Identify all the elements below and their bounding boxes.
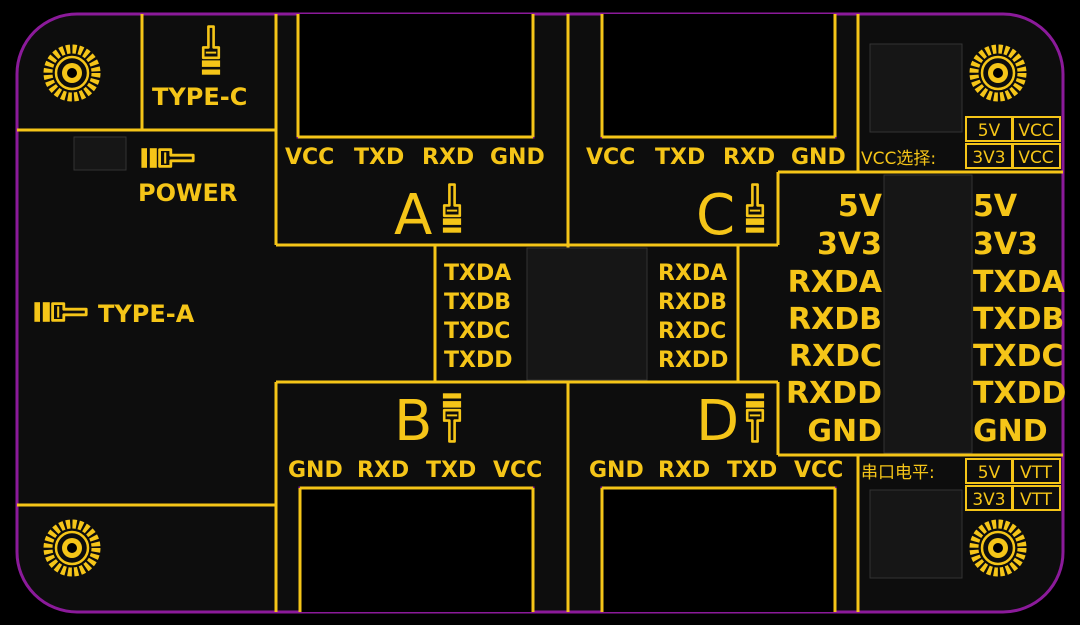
pin-row-d: GND RXD TXD VCC <box>589 458 843 483</box>
pin-label: VCC <box>493 458 542 483</box>
header-pin-label: RXDB <box>788 302 882 337</box>
uart-level-switch <box>869 489 963 579</box>
vtt-option-label: VTT <box>1020 490 1053 510</box>
vcc-option-label: VCC <box>1018 148 1053 168</box>
pin-label: VCC <box>285 145 334 170</box>
rx-label: RXDB <box>658 290 727 315</box>
pin-label: GND <box>589 458 644 483</box>
rx-label: RXDC <box>658 319 726 344</box>
pin-label: TXD <box>426 458 476 483</box>
header-pin-label: TXDD <box>973 376 1066 411</box>
port-d-label: D <box>696 389 739 454</box>
slot-bottom-right <box>600 486 837 612</box>
vcc-option-label: VCC <box>1018 121 1053 141</box>
header-right-labels: 5V 3V3 TXDA TXDB TXDC TXDD GND <box>973 189 1066 449</box>
pin-row-b: GND RXD TXD VCC <box>288 458 542 483</box>
vcc-option-label: 3V3 <box>972 148 1005 168</box>
tx-label: TXDA <box>444 261 511 286</box>
port-a-label: A <box>394 183 432 248</box>
center-tx-labels: TXDA TXDB TXDC TXDD <box>444 261 513 373</box>
header-pin-label: 3V3 <box>973 227 1038 262</box>
vtt-option-label: VTT <box>1020 463 1053 483</box>
pin-label: GND <box>791 145 846 170</box>
slot-top-right <box>600 14 837 139</box>
header-pin-label: 3V3 <box>817 227 882 262</box>
pin-label: RXD <box>357 458 409 483</box>
header-pin-label: TXDC <box>973 339 1064 374</box>
rx-label: RXDD <box>658 348 728 373</box>
pin-row-a: VCC TXD RXD GND <box>285 145 545 170</box>
vtt-option-boxes <box>965 458 1061 511</box>
pin-label: RXD <box>658 458 710 483</box>
pin-label: RXD <box>723 145 775 170</box>
power-label: POWER <box>138 179 237 207</box>
pin-label: TXD <box>727 458 777 483</box>
vcc-select-switch <box>869 43 963 133</box>
header-pin-label: 5V <box>838 189 883 224</box>
pin-label: VCC <box>794 458 843 483</box>
slot-bottom-left <box>298 486 535 612</box>
port-b-label: B <box>394 389 432 454</box>
pin-label: RXD <box>422 145 474 170</box>
uart-level-label: 串口电平: <box>861 463 935 483</box>
pin-label: VCC <box>586 145 635 170</box>
slot-top-left <box>296 14 535 139</box>
type-c-label: TYPE-C <box>152 83 247 111</box>
header-pin-label: RXDD <box>786 376 882 411</box>
type-a-label: TYPE-A <box>98 300 195 328</box>
pin-label: TXD <box>354 145 404 170</box>
header-pin-label: GND <box>973 414 1048 449</box>
main-chip <box>526 247 648 381</box>
pin-row-c: VCC TXD RXD GND <box>586 145 846 170</box>
silkscreen-lines <box>17 14 1063 612</box>
pin-header <box>883 174 973 454</box>
vcc-select-label: VCC选择: <box>861 149 936 169</box>
vcc-option-boxes <box>965 116 1061 169</box>
pin-label: GND <box>288 458 343 483</box>
header-pin-label: TXDB <box>973 302 1064 337</box>
header-pin-label: RXDA <box>788 265 883 300</box>
vtt-option-label: 3V3 <box>972 490 1005 510</box>
header-left-labels: 5V 3V3 RXDA RXDB RXDC RXDD GND <box>786 189 883 449</box>
header-pin-label: RXDC <box>789 339 882 374</box>
header-pin-label: GND <box>807 414 882 449</box>
port-c-label: C <box>696 183 735 248</box>
pin-label: TXD <box>655 145 705 170</box>
power-led <box>73 136 127 171</box>
vcc-option-label: 5V <box>978 121 1001 141</box>
header-pin-label: TXDA <box>973 265 1065 300</box>
tx-label: TXDB <box>444 290 511 315</box>
center-rx-labels: RXDA RXDB RXDC RXDD <box>658 261 728 373</box>
tx-label: TXDC <box>444 319 510 344</box>
rx-label: RXDA <box>658 261 727 286</box>
pin-label: GND <box>490 145 545 170</box>
vtt-option-label: 5V <box>978 463 1001 483</box>
tx-label: TXDD <box>444 348 513 373</box>
header-pin-label: 5V <box>973 189 1018 224</box>
